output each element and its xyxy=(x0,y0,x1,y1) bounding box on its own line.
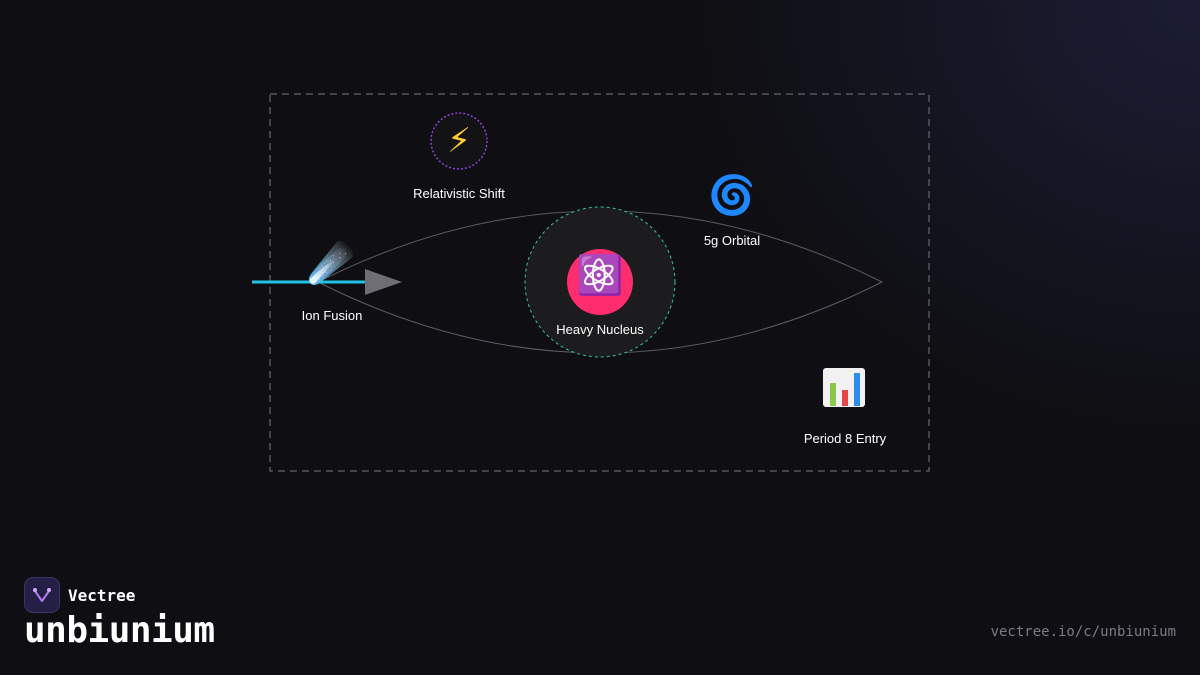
node-period-8-entry[interactable]: Period 8 Entry xyxy=(804,368,887,446)
brand-name: Vectree xyxy=(68,585,136,605)
page-title: unbiunium xyxy=(24,610,215,651)
ion-fusion-label: Ion Fusion xyxy=(302,308,363,323)
orbital-label: 5g Orbital xyxy=(704,233,760,248)
node-5g-orbital[interactable]: 🌀 5g Orbital xyxy=(704,172,760,248)
comet-icon: ☄️ xyxy=(307,239,355,287)
cyclone-icon: 🌀 xyxy=(708,172,755,217)
node-heavy-nucleus[interactable]: ⚛️ Heavy Nucleus xyxy=(556,249,644,337)
node-ion-fusion[interactable]: ☄️ Ion Fusion xyxy=(302,239,363,323)
nucleus-label: Heavy Nucleus xyxy=(556,322,644,337)
bar-chart-icon xyxy=(823,368,865,407)
lightning-icon: ⚡ xyxy=(447,121,471,161)
atom-icon: ⚛️ xyxy=(576,253,623,297)
vectree-logo-icon xyxy=(24,577,60,613)
brand[interactable]: Vectree xyxy=(24,577,135,613)
relativistic-ring xyxy=(430,112,488,170)
diagram-frame xyxy=(269,93,930,472)
node-relativistic-shift[interactable]: ⚡ Relativistic Shift xyxy=(413,112,505,201)
period8-label: Period 8 Entry xyxy=(804,431,887,446)
relativistic-label: Relativistic Shift xyxy=(413,186,505,201)
lens-outline xyxy=(316,210,884,354)
page-url[interactable]: vectree.io/c/unbiunium xyxy=(990,624,1176,640)
beam-arrowhead xyxy=(365,269,402,295)
nucleus-core xyxy=(567,249,633,315)
